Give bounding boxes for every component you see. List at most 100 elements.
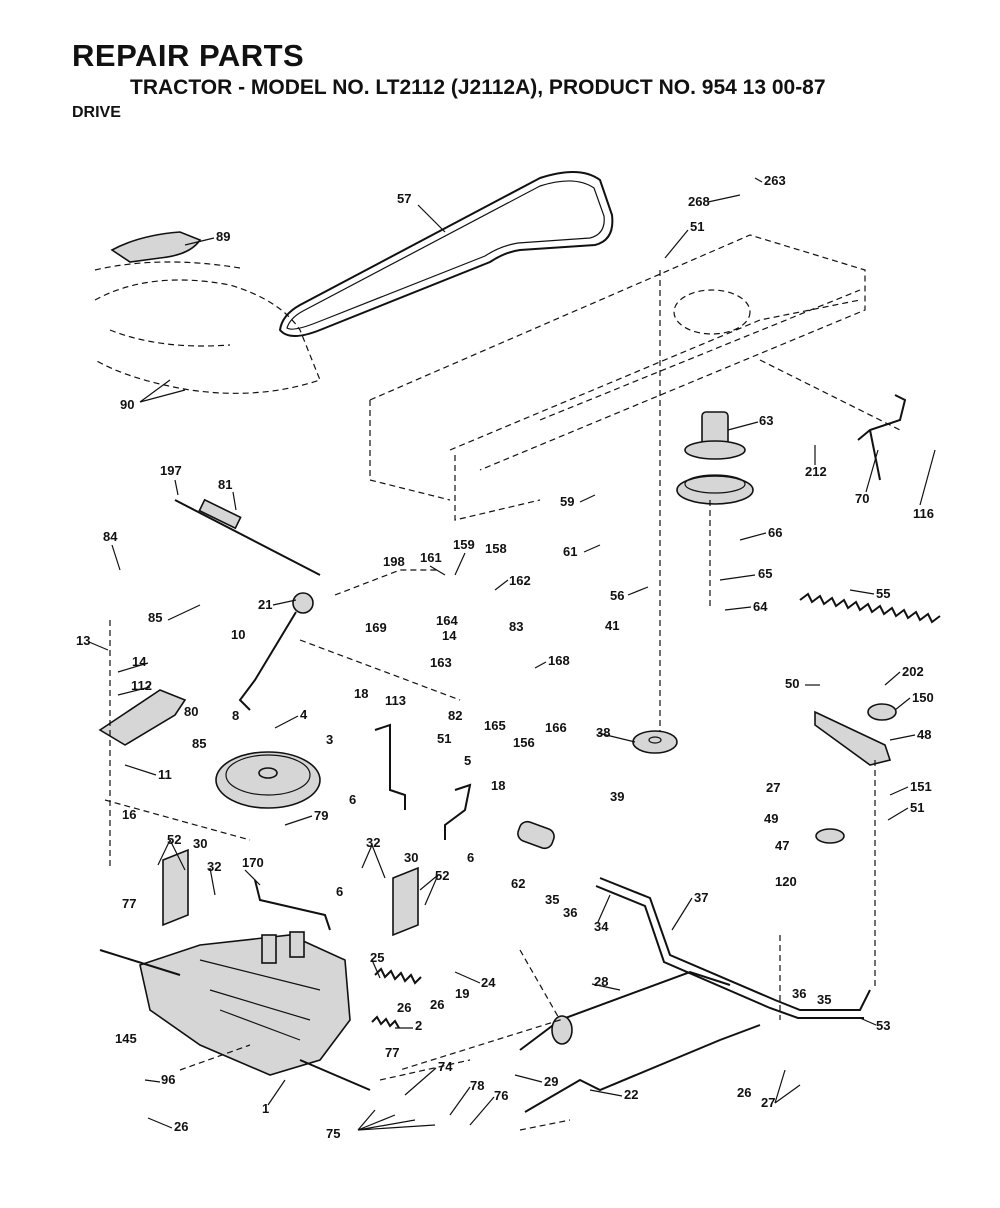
callout-170: 170	[242, 855, 264, 870]
fender-outline	[94, 261, 321, 394]
callout-53: 53	[876, 1018, 890, 1033]
bracket-30-right	[392, 866, 419, 937]
callout-26b: 26	[430, 997, 444, 1012]
callout-80: 80	[184, 704, 198, 719]
callout-27b: 27	[761, 1095, 775, 1110]
callout-16: 16	[122, 807, 136, 822]
callout-90: 90	[120, 397, 134, 412]
callout-32b: 32	[207, 859, 221, 874]
callout-14b: 14	[132, 654, 147, 669]
section-label: DRIVE	[72, 104, 121, 121]
callout-116: 116	[913, 506, 934, 521]
spring-55	[799, 592, 941, 624]
bracket-80	[98, 689, 187, 746]
callout-52a: 52	[167, 832, 181, 847]
callout-202: 202	[902, 664, 924, 679]
callout-70: 70	[855, 491, 869, 506]
callout-165: 165	[484, 718, 506, 733]
bushing-62	[517, 820, 555, 850]
callout-120: 120	[775, 874, 797, 889]
callout-24: 24	[481, 975, 496, 990]
callout-25: 25	[370, 950, 384, 965]
page-subtitle: TRACTOR - MODEL NO. LT2112 (J2112A), PRO…	[130, 76, 826, 99]
callout-49: 49	[764, 811, 778, 826]
callout-19: 19	[455, 986, 469, 1001]
callout-268: 268	[688, 194, 710, 209]
page-header: REPAIR PARTS TRACTOR - MODEL NO. LT2112 …	[0, 0, 1000, 140]
rod-28	[519, 970, 731, 1051]
callout-3: 3	[326, 732, 333, 747]
bracket-5	[444, 783, 472, 840]
callout-61: 61	[563, 544, 577, 559]
callout-27a: 27	[766, 780, 780, 795]
callout-163: 163	[430, 655, 452, 670]
callout-6c: 6	[336, 884, 343, 899]
callout-51c: 51	[910, 800, 924, 815]
callout-26c: 26	[737, 1085, 751, 1100]
callout-21: 21	[258, 597, 272, 612]
reference-lines	[104, 569, 876, 1131]
callout-52b: 52	[435, 868, 449, 883]
callout-156: 156	[513, 735, 535, 750]
transmission-pulley-3	[215, 751, 321, 809]
callout-64: 64	[753, 599, 768, 614]
callout-26a: 26	[397, 1000, 411, 1015]
callout-39: 39	[610, 789, 624, 804]
callout-37: 37	[694, 890, 708, 905]
callout-89: 89	[216, 229, 230, 244]
callout-113: 113	[385, 693, 406, 708]
rod-70	[857, 394, 907, 481]
callout-85b: 85	[192, 736, 206, 751]
callout-263: 263	[764, 173, 786, 188]
bracket-113	[374, 723, 406, 810]
callout-212: 212	[805, 464, 827, 479]
callout-85a: 85	[148, 610, 162, 625]
drive-belt-57	[278, 170, 614, 337]
callout-81: 81	[218, 477, 232, 492]
callout-112: 112	[131, 678, 152, 693]
callout-83: 83	[509, 619, 523, 634]
callout-77b: 77	[385, 1045, 399, 1060]
idler-pulley-38	[632, 730, 678, 754]
callout-164: 164	[436, 613, 458, 628]
callout-57: 57	[397, 191, 411, 206]
callout-55: 55	[876, 586, 890, 601]
callout-35a: 35	[545, 892, 559, 907]
callout-50: 50	[785, 676, 799, 691]
callout-166: 166	[545, 720, 567, 735]
callout-labels: 57 263 268 51 89 90 63 212 70 116 197 81…	[76, 173, 934, 1141]
callout-6b: 6	[467, 850, 474, 865]
idler-arm-48	[814, 703, 897, 766]
shift-rod-81	[174, 498, 321, 576]
callout-62: 62	[511, 876, 525, 891]
transaxle-1	[99, 931, 371, 1091]
leader-lines	[88, 177, 936, 1131]
callout-63: 63	[759, 413, 773, 428]
callout-76: 76	[494, 1088, 508, 1103]
callout-8: 8	[232, 708, 239, 723]
callout-1: 1	[262, 1101, 269, 1116]
callout-77a: 77	[122, 896, 136, 911]
callout-161: 161	[420, 550, 442, 565]
rod-22	[524, 1024, 761, 1113]
callout-74: 74	[438, 1059, 453, 1074]
callout-59: 59	[560, 494, 574, 509]
callout-56: 56	[610, 588, 624, 603]
callout-30a: 30	[193, 836, 207, 851]
callout-13: 13	[76, 633, 90, 648]
callout-11: 11	[158, 767, 172, 782]
shift-lever-8	[238, 592, 314, 711]
callout-4: 4	[300, 707, 308, 722]
callout-84: 84	[103, 529, 118, 544]
callout-10: 10	[231, 627, 245, 642]
bracket-30-left	[162, 848, 189, 927]
callout-198: 198	[383, 554, 405, 569]
callout-51a: 51	[690, 219, 704, 234]
callout-5: 5	[464, 753, 471, 768]
callout-38: 38	[596, 725, 610, 740]
callout-36a: 36	[563, 905, 577, 920]
spring-25	[374, 967, 422, 985]
engine-pulley-63	[676, 411, 754, 505]
callout-41: 41	[605, 618, 619, 633]
